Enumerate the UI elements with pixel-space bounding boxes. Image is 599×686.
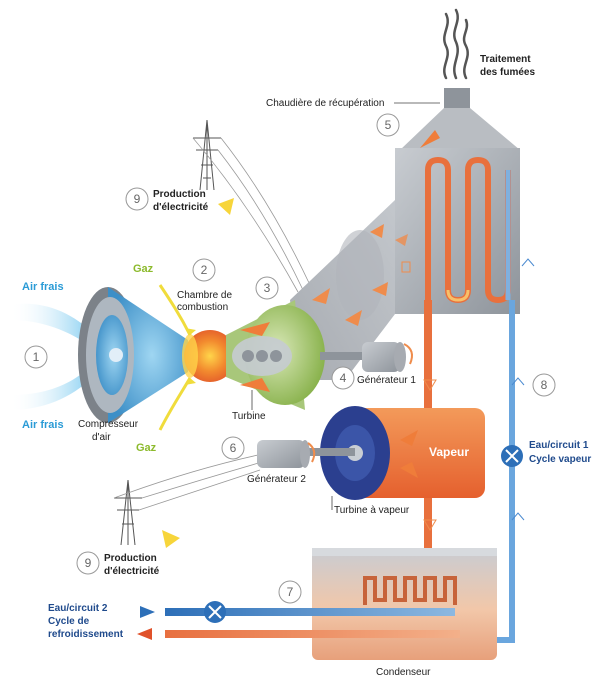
shaft-1: [320, 352, 368, 360]
steam-flow-arrows: [400, 430, 418, 478]
cooling-in-arrow-icon: [140, 606, 155, 618]
air-stream-top: [10, 303, 95, 350]
eau-circuit1-label-2: Cycle vapeur: [529, 454, 591, 465]
number-circles: [24, 113, 556, 604]
turbine-label: Turbine: [232, 411, 266, 422]
electricity-arrow-bottom-icon: [162, 530, 180, 548]
generator-1: [362, 342, 400, 372]
production-top-label-1: Production: [153, 189, 206, 200]
steam-pipe-arrow: [423, 379, 437, 391]
duct-arrows: [312, 224, 388, 326]
hot-gas-arrow-icon: [420, 130, 440, 148]
air-frais-bottom-label: Air frais: [22, 419, 64, 431]
vapeur-label: Vapeur: [429, 445, 469, 459]
combustion-chamber: [184, 330, 236, 382]
cooling-out-pipe: [165, 630, 460, 638]
step-8-number: 8: [541, 378, 548, 392]
generateur-1-label: Générateur 1: [357, 375, 416, 386]
boiler-body: [395, 148, 520, 314]
steam-turbine-body: [355, 408, 485, 498]
turbine-flow-arrows: [240, 322, 270, 392]
rotation-icon: [403, 343, 413, 365]
step-2-number: 2: [201, 263, 208, 277]
return-pipe: [490, 300, 515, 643]
eau-circuit2-label-3: refroidissement: [48, 629, 124, 640]
chaudiere-label: Chaudière de récupération: [266, 98, 384, 109]
production-top-label-2: d'électricité: [153, 202, 209, 213]
air-stream-bottom: [10, 362, 95, 410]
power-lines-top: [192, 137, 311, 293]
step-7-number: 7: [287, 585, 294, 599]
condenser: [312, 548, 497, 660]
compressor-hub: [109, 348, 123, 362]
smoke-icon: [443, 8, 469, 80]
step-9-number-bottom: 9: [85, 556, 92, 570]
condenseur-label: Condenseur: [376, 667, 431, 678]
step-1-number: 1: [33, 350, 40, 364]
step-9-number-top: 9: [134, 192, 141, 206]
boiler-hood: [400, 108, 520, 150]
traitement-label-2: des fumées: [480, 67, 535, 78]
shaft-2: [300, 448, 355, 456]
generator-2: [257, 440, 305, 468]
chambre-label-2: combustion: [177, 302, 228, 313]
condenser-coil: [363, 576, 457, 605]
step-5-number: 5: [385, 118, 392, 132]
pylon-bottom-icon: [114, 479, 142, 546]
traitement-label-1: Traitement: [480, 54, 531, 65]
electricity-arrow-top-icon: [218, 198, 234, 215]
stack: [444, 88, 470, 110]
cooling-in-pipe: [165, 608, 455, 616]
eau-circuit2-label-2: Cycle de: [48, 616, 90, 627]
generateur-2-label: Générateur 2: [247, 474, 306, 485]
production-bottom-label-2: d'électricité: [104, 566, 160, 577]
compresseur-label-2: d'air: [92, 432, 111, 443]
step-6-number: 6: [230, 441, 237, 455]
eau-circuit1-label-1: Eau/circuit 1: [529, 440, 589, 451]
chambre-label-1: Chambre de: [177, 290, 232, 301]
turbine-blades: [242, 350, 282, 362]
eau-circuit2-label-1: Eau/circuit 2: [48, 603, 108, 614]
boiler-coil: [425, 156, 511, 420]
turbine-vapeur-label: Turbine à vapeur: [334, 505, 410, 516]
gaz-bottom-label: Gaz: [136, 442, 157, 454]
power-lines-bottom: [113, 454, 263, 511]
compresseur-label-1: Compresseur: [78, 419, 139, 430]
cooling-out-arrow-icon: [137, 628, 152, 640]
air-frais-top-label: Air frais: [22, 281, 64, 293]
return-pipe-arrows: [511, 258, 535, 521]
step-4-number: 4: [340, 371, 347, 385]
step-3-number: 3: [264, 281, 271, 295]
production-bottom-label-1: Production: [104, 553, 157, 564]
gaz-top-label: Gaz: [133, 263, 154, 275]
